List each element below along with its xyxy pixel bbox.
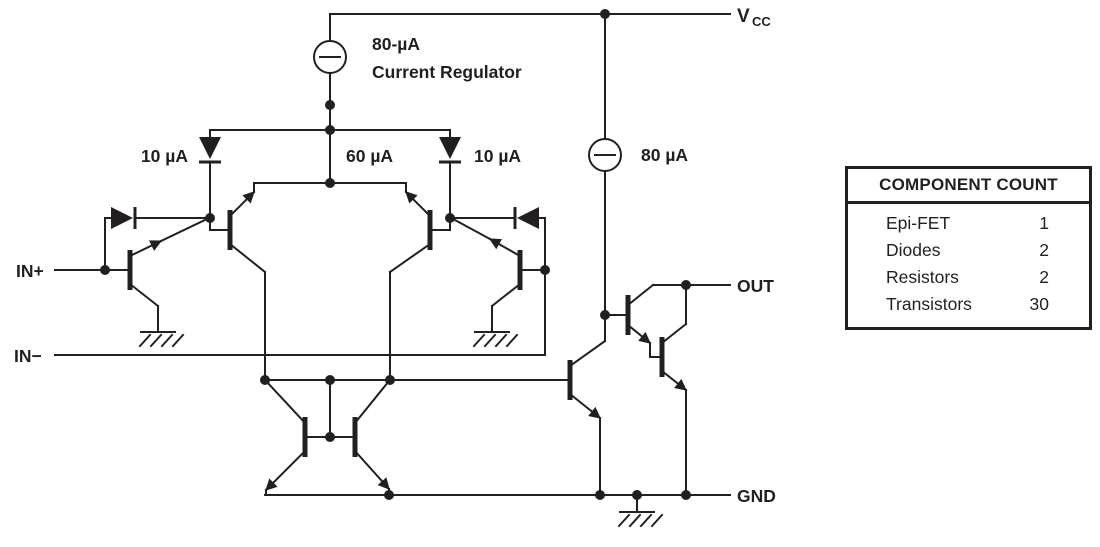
component-name: Diodes	[886, 240, 941, 260]
component-count-table: COMPONENT COUNT Epi-FET 1 Diodes 2 Resis…	[845, 166, 1092, 330]
transistor-input-left-inner	[209, 182, 267, 381]
current-label-10ua-left: 10 µA	[141, 146, 188, 166]
component-count: 2	[1039, 267, 1049, 287]
junction-dots	[100, 9, 691, 500]
vcc-pin-label: V	[737, 6, 750, 27]
component-name: Epi-FET	[886, 213, 951, 233]
current-regulator-name-label: Current Regulator	[372, 62, 522, 82]
current-label-60ua: 60 µA	[346, 146, 393, 166]
current-label-80ua: 80 µA	[641, 145, 688, 165]
vcc-rail	[329, 13, 731, 140]
table-row: Resistors 2	[848, 264, 1089, 291]
out-pin-label: OUT	[737, 276, 774, 296]
input-diode-right	[449, 207, 546, 229]
current-regulator-symbol	[313, 40, 347, 184]
component-name: Resistors	[886, 267, 959, 287]
transistor-driver	[567, 339, 607, 496]
ground-right-icon	[472, 331, 519, 348]
input-diode-left	[104, 207, 211, 229]
current-regulator-value-label: 80-µA	[372, 34, 420, 54]
transistor-input-right	[451, 217, 523, 333]
transistor-mirror-left	[264, 379, 308, 496]
ground-left-icon	[138, 331, 185, 348]
component-count-body: Epi-FET 1 Diodes 2 Resistors 2 Transisto…	[848, 204, 1089, 327]
mirror-wires	[264, 379, 571, 438]
transistor-output-lower	[659, 284, 688, 496]
transistor-input-right-inner	[388, 182, 451, 381]
in-minus-pin-label: IN−	[14, 346, 42, 366]
transistor-output-upper	[604, 283, 663, 358]
vcc-pin-subscript: CC	[752, 14, 771, 29]
in-plus-pin-label: IN+	[16, 261, 44, 281]
ground-bottom-icon	[617, 494, 664, 528]
table-row: Epi-FET 1	[848, 210, 1089, 237]
component-count: 30	[1029, 294, 1049, 314]
component-name: Transistors	[886, 294, 972, 314]
component-count: 2	[1039, 240, 1049, 260]
component-count-title: COMPONENT COUNT	[848, 169, 1089, 204]
current-label-10ua-right: 10 µA	[474, 146, 521, 166]
gnd-pin-label: GND	[737, 486, 776, 506]
in-plus-lead	[54, 217, 131, 271]
transistor-mirror-right	[352, 379, 391, 496]
component-count: 1	[1039, 213, 1049, 233]
table-row: Transistors 30	[848, 291, 1089, 318]
transistor-input-left	[127, 217, 209, 333]
table-row: Diodes 2	[848, 237, 1089, 264]
